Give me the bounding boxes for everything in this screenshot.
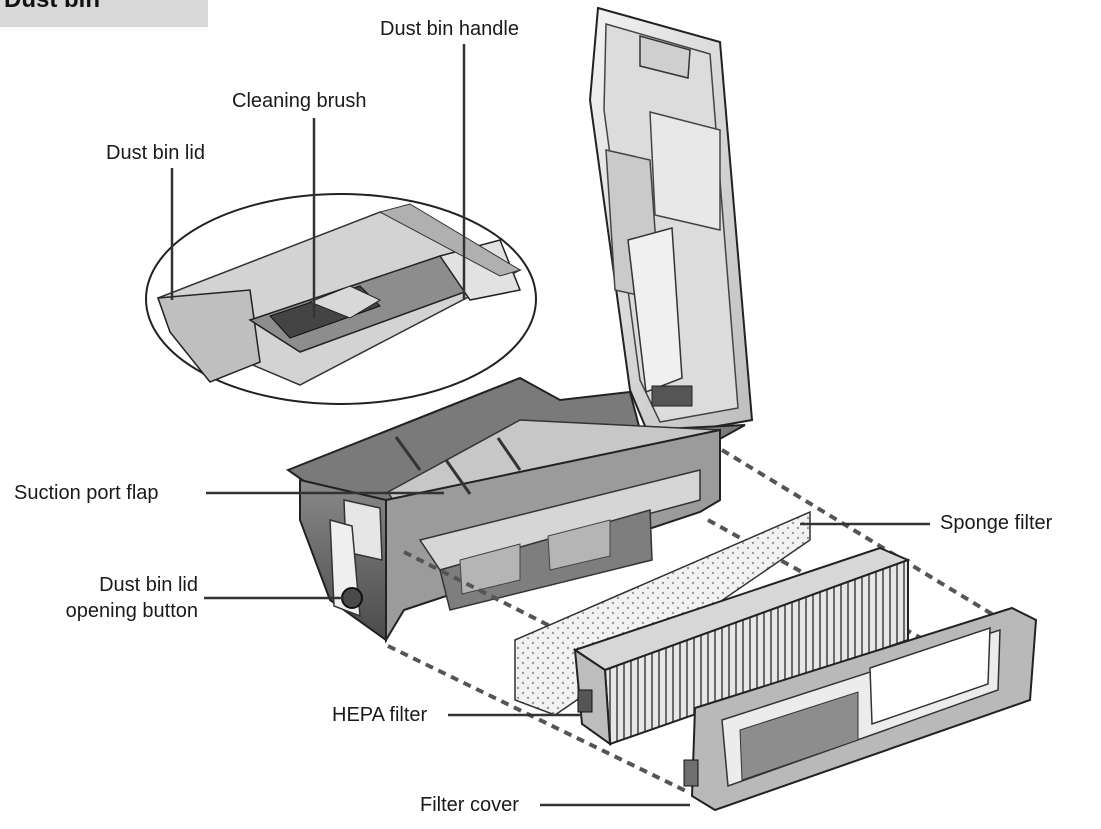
callout-dust-bin-lid: Dust bin lid xyxy=(106,142,205,164)
callout-opening-button-line2: opening button xyxy=(65,600,198,622)
callout-cleaning-brush: Cleaning brush xyxy=(232,90,367,112)
callout-suction-port-flap: Suction port flap xyxy=(14,482,159,504)
filter-cover-drawing xyxy=(683,606,1038,812)
callout-filter-cover: Filter cover xyxy=(420,794,519,816)
section-title-tab: Dust bin xyxy=(0,0,208,27)
hepa-filter-drawing xyxy=(572,546,911,747)
callout-dust-bin-lid-opening-button: Dust bin lid opening button xyxy=(18,572,198,624)
inset-detail xyxy=(145,193,537,405)
dust-bin-body xyxy=(285,376,746,644)
open-lid xyxy=(588,6,754,440)
section-title: Dust bin xyxy=(4,0,100,14)
leader-lines xyxy=(170,44,930,807)
callout-opening-button-line1: Dust bin lid xyxy=(99,574,198,596)
callout-hepa-filter: HEPA filter xyxy=(332,704,428,726)
callout-sponge-filter: Sponge filter xyxy=(940,512,1053,534)
callout-dust-bin-handle: Dust bin handle xyxy=(380,18,519,40)
